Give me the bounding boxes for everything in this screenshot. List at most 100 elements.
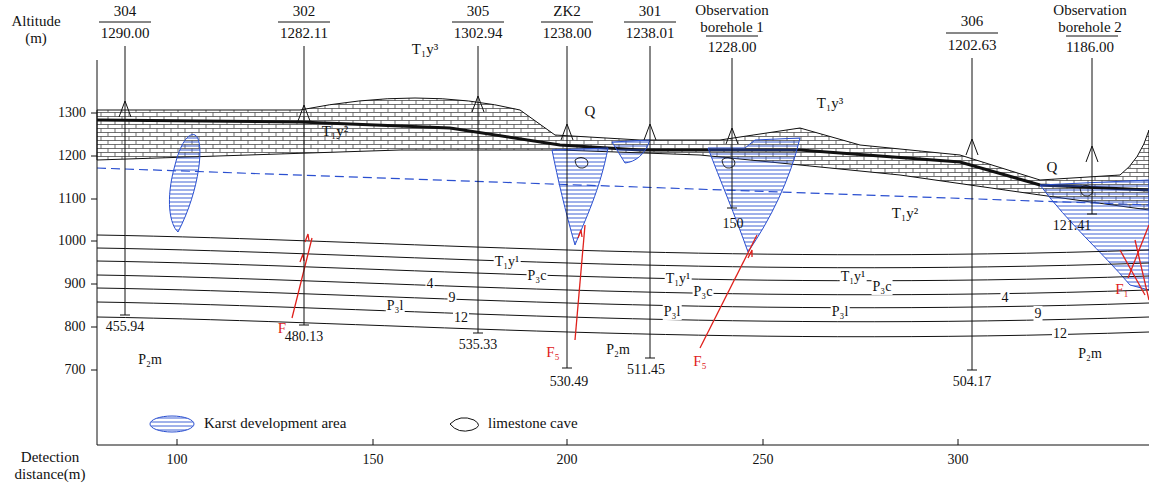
- axis-tick: [91, 370, 97, 371]
- section-label: 1238.01: [626, 25, 675, 42]
- section-label: 100: [167, 452, 188, 468]
- axis-tick: [91, 327, 97, 328]
- section-label: Observation borehole 1: [680, 2, 784, 37]
- section-label: F₅: [693, 353, 707, 370]
- section-label: Detection distance(m): [4, 449, 96, 484]
- section-label: P₃l: [831, 304, 850, 320]
- section-label: Q: [585, 103, 596, 120]
- axis-tick: [91, 156, 97, 157]
- stratum-line: [97, 302, 1149, 322]
- section-label: 1100: [58, 191, 85, 207]
- axis-tick: [91, 241, 97, 242]
- section-label: 200: [557, 452, 578, 468]
- section-label: 1202.63: [948, 37, 997, 54]
- legend-text: Karst development area: [204, 415, 346, 432]
- section-label: 530.49: [550, 374, 589, 390]
- borehole-symbol: [119, 101, 131, 117]
- legend-text: limestone cave: [488, 415, 578, 432]
- axes: [91, 60, 1149, 445]
- section-label: 150: [723, 216, 744, 232]
- stratum-line: [97, 261, 1149, 281]
- section-label: 900: [65, 276, 86, 292]
- boreholes: [99, 22, 1118, 370]
- borehole-line: [299, 46, 309, 325]
- section-label: F₁: [1115, 281, 1129, 298]
- section-label: T₁y¹: [665, 271, 692, 287]
- section-label: Altitude (m): [4, 13, 68, 48]
- header-rule: [1066, 36, 1118, 37]
- section-label: 511.45: [627, 362, 665, 378]
- header-rule: [452, 22, 504, 23]
- section-label: 300: [948, 452, 969, 468]
- section-label: T₁y³: [412, 41, 438, 58]
- section-label: T₁y¹: [494, 254, 521, 270]
- borehole-symbol: [298, 105, 310, 121]
- section-label: 9: [1034, 306, 1043, 322]
- borehole-line: [727, 58, 737, 208]
- axis-tick: [763, 439, 764, 445]
- axis-tick: [91, 199, 97, 200]
- section-label: P₃l: [386, 298, 405, 314]
- header-rule: [706, 36, 758, 37]
- borehole-symbol: [1086, 146, 1098, 162]
- stratum-line: [97, 317, 1149, 337]
- limestone-layer: [97, 98, 1149, 210]
- section-label: 700: [65, 362, 86, 378]
- header-rule: [99, 22, 151, 23]
- section-label: 535.33: [459, 337, 498, 353]
- section-label: 504.17: [953, 374, 992, 390]
- section-label: T₁y²: [892, 205, 918, 222]
- borehole-line: [967, 58, 977, 370]
- section-label: P₃l: [663, 304, 682, 320]
- section-label: T₁y²: [322, 123, 348, 140]
- section-label: 4: [1001, 290, 1010, 306]
- section-label: 150: [363, 452, 384, 468]
- karst-legend-sample: [150, 416, 194, 432]
- section-label: 1238.00: [543, 25, 592, 42]
- limestone-caves: [575, 158, 1093, 197]
- borehole-line: [645, 46, 655, 358]
- section-label: P₂m: [605, 342, 631, 358]
- section-label: Observation borehole 2: [1038, 2, 1142, 37]
- section-label: 4: [426, 276, 435, 292]
- section-label: 121.41: [1053, 218, 1092, 234]
- section-label: 1290.00: [101, 25, 150, 42]
- header-rule: [946, 33, 998, 34]
- section-label: 1300: [58, 105, 86, 121]
- borehole-symbol: [472, 96, 484, 112]
- cave-legend-sample: [450, 418, 479, 431]
- section-label: P₃c: [527, 268, 548, 284]
- water-table: [97, 168, 1149, 205]
- strata-lines: [97, 235, 1149, 337]
- axis-tick: [91, 284, 97, 285]
- borehole-line: [562, 46, 572, 368]
- borehole-line: [120, 46, 130, 315]
- section-label: Q: [1047, 159, 1058, 176]
- header-rule: [278, 22, 330, 23]
- axis-tick: [958, 439, 959, 445]
- section-label: 305: [467, 3, 490, 20]
- faults: [292, 225, 1149, 348]
- section-label: P₂m: [1077, 346, 1103, 362]
- borehole-line: [473, 46, 483, 333]
- section-label: 301: [639, 3, 662, 20]
- section-label: 480.13: [285, 329, 324, 345]
- section-label: ZK2: [553, 3, 581, 20]
- header-rule: [624, 22, 676, 23]
- section-label: 1302.94: [454, 25, 503, 42]
- borehole-symbol: [644, 124, 656, 140]
- section-label: P₂m: [137, 352, 163, 368]
- section-label: 800: [65, 319, 86, 335]
- borehole-symbol: [966, 139, 978, 155]
- section-label: 306: [961, 13, 984, 30]
- section-label: 12: [1052, 326, 1068, 342]
- section-label: P₃c: [872, 279, 893, 295]
- section-label: P₃c: [693, 284, 714, 300]
- section-label: 1186.00: [1066, 39, 1114, 56]
- borehole-symbol: [561, 124, 573, 140]
- section-label: 9: [448, 290, 457, 306]
- section-label: 302: [293, 3, 316, 20]
- header-rule: [541, 22, 593, 23]
- section-label: 1282.11: [280, 25, 328, 42]
- borehole-line: [1087, 58, 1097, 214]
